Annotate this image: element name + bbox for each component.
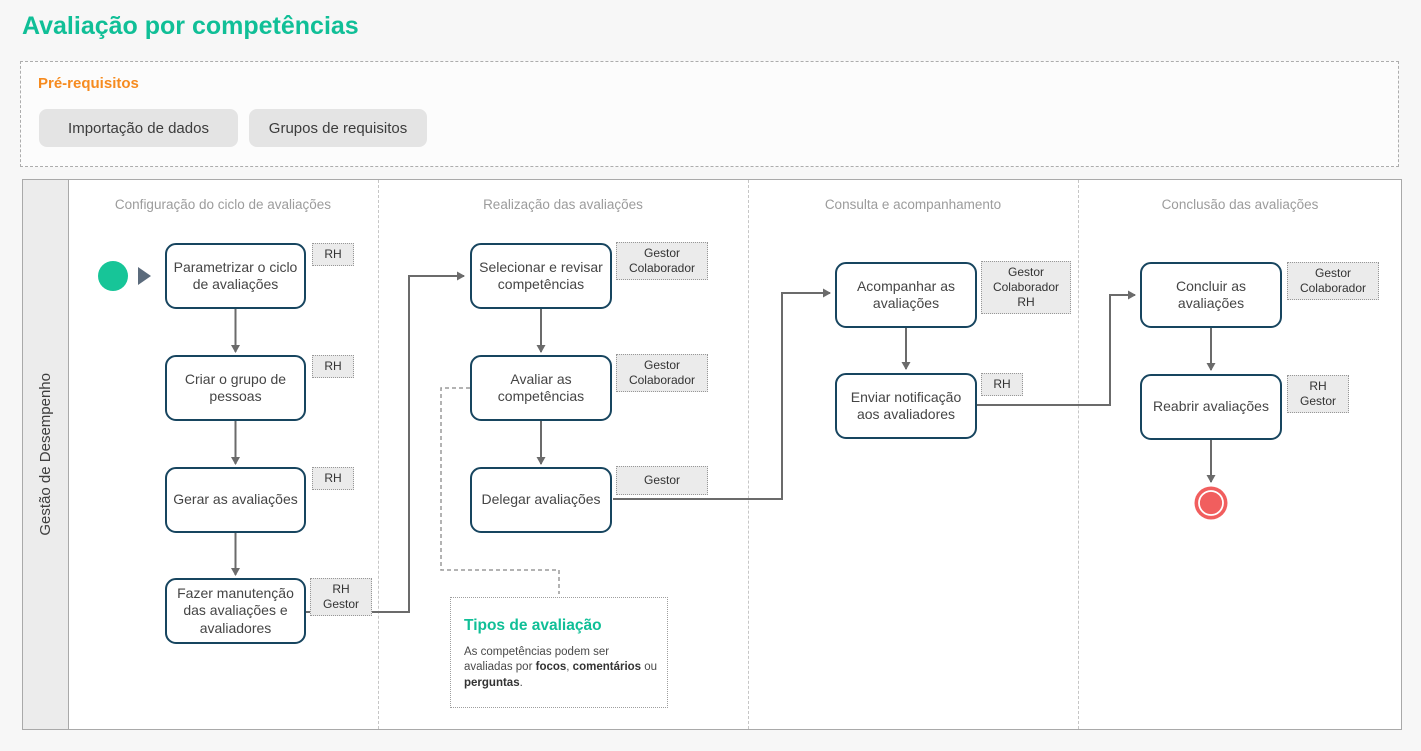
note-body: As competências podem ser avaliadas por … [464,646,658,689]
task-label: Fazer manutenção das avaliações e avalia… [177,584,294,636]
task-reabrir-avaliacoes[interactable]: Reabrir avaliações [1140,374,1282,440]
column-header-consulta: Consulta e acompanhamento [824,197,1002,212]
task-acompanhar-avaliacoes[interactable]: Acompanhar as avaliações [835,262,977,328]
task-selecionar-revisar-competencias[interactable]: Selecionar e revisar competências [470,243,612,309]
task-label: Reabrir avaliações [1153,398,1269,415]
column-separator [378,180,379,729]
task-criar-grupo-pessoas[interactable]: Criar o grupo de pessoas [165,355,306,421]
role-tag: RH Gestor [310,578,372,616]
task-label: Enviar notificação aos avaliadores [850,388,962,423]
prerequisites-title: Pré-requisitos [38,75,139,92]
task-gerar-avaliacoes[interactable]: Gerar as avaliações [165,467,306,533]
column-header-realizacao: Realização das avaliações [483,197,643,212]
role-tag: Gestor Colaborador [1287,262,1379,300]
task-parametrizar-ciclo[interactable]: Parametrizar o ciclo de avaliações [165,243,306,309]
column-header-configuracao: Configuração do ciclo de avaliações [114,197,332,212]
task-label: Selecionar e revisar competências [479,258,603,293]
button-label: Grupos de requisitos [268,119,408,137]
task-label: Gerar as avaliações [173,491,298,508]
task-fazer-manutencao[interactable]: Fazer manutenção das avaliações e avalia… [165,578,306,644]
task-label: Acompanhar as avaliações [856,277,956,312]
role-tag: Gestor Colaborador [616,242,708,280]
prerequisites-panel: Pré-requisitos Importação de dados Grupo… [20,61,1399,167]
note-title: Tipos de avaliação [464,617,602,634]
role-tag: Gestor Colaborador [616,354,708,392]
button-label: Importação de dados [68,119,209,137]
prerequisite-button-grupos-de-requisitos[interactable]: Grupos de requisitos [249,109,427,147]
task-concluir-avaliacoes[interactable]: Concluir as avaliações [1140,262,1282,328]
role-tag: RH [312,243,354,266]
role-tag: RH Gestor [1287,375,1349,413]
column-separator [1078,180,1079,729]
task-label: Criar o grupo de pessoas [184,370,287,405]
task-label: Parametrizar o ciclo de avaliações [173,258,298,293]
task-label: Concluir as avaliações [1175,277,1247,312]
role-tag: Gestor [616,466,708,495]
role-tag: RH [312,355,354,378]
role-tag: Gestor Colaborador RH [981,261,1071,314]
column-separator [748,180,749,729]
task-label: Delegar avaliações [481,491,601,508]
role-tag: RH [312,467,354,490]
swimlane-label-strip: Gestão de Desempenho [23,180,69,729]
task-avaliar-competencias[interactable]: Avaliar as competências [470,355,612,421]
swimlane-label: Gestão de Desempenho [37,373,54,536]
role-tag: RH [981,373,1023,396]
prerequisite-button-importacao-de-dados[interactable]: Importação de dados [39,109,238,147]
note-tipos-de-avaliacao: Tipos de avaliação As competências podem… [450,597,668,708]
task-enviar-notificacao[interactable]: Enviar notificação aos avaliadores [835,373,977,439]
task-label: Avaliar as competências [497,370,585,405]
task-delegar-avaliacoes[interactable]: Delegar avaliações [470,467,612,533]
column-header-conclusao: Conclusão das avaliações [1161,197,1319,212]
page-title: Avaliação por competências [22,12,359,40]
